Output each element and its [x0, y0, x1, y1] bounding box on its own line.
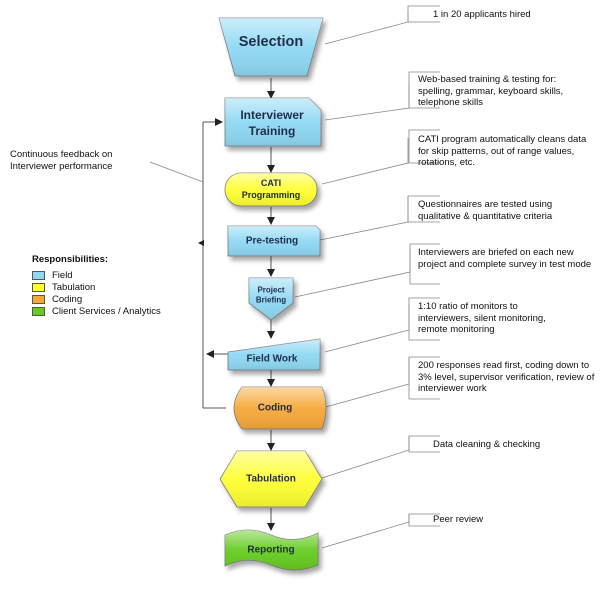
note-project-briefing: Interviewers are briefed on each new pro…: [418, 247, 592, 270]
legend-swatch-tabulation: [32, 283, 45, 292]
step-field-work: [227, 338, 321, 371]
legend-item-tabulation: Tabulation: [32, 282, 95, 293]
step-project-briefing-label-1: Project: [257, 286, 284, 295]
note-tabulation: Data cleaning & checking: [433, 439, 541, 450]
step-selection: [218, 17, 324, 77]
step-interviewer-training-label-1: Interviewer: [240, 108, 304, 122]
step-field-work-label: Field Work: [247, 354, 298, 365]
note-field-work: 1:10 ratio of monitors to interviewers, …: [418, 301, 546, 335]
feedback-callout-line: [149, 161, 204, 183]
feedback-arrowhead-pretesting: [198, 240, 204, 246]
legend-label-field: Field: [52, 270, 73, 281]
step-reporting-label: Reporting: [247, 545, 294, 556]
step-cati-programming-label-1: CATI: [261, 178, 281, 188]
step-coding-label: Coding: [258, 403, 292, 414]
step-cati-programming: [224, 172, 318, 207]
note-interviewer-training: Web-based training & testing for: spelli…: [418, 74, 564, 108]
step-project-briefing: [248, 277, 294, 321]
legend-item-field: Field: [32, 270, 73, 281]
step-cati-programming-label-2: Programming: [242, 190, 301, 200]
step-reporting: [224, 529, 319, 571]
note-pre-testing: Questionnaires are tested using qualitat…: [418, 199, 553, 222]
note-cati-programming: CATI program automatically cleans data f…: [418, 134, 587, 168]
step-tabulation: [219, 450, 323, 508]
step-selection-label: Selection: [239, 34, 303, 50]
legend-swatch-coding: [32, 295, 45, 304]
legend-swatch-client-services: [32, 307, 45, 316]
note-boxes: [407, 5, 440, 527]
legend-item-client-services: Client Services / Analytics: [32, 306, 161, 317]
legend-label-coding: Coding: [52, 294, 83, 305]
step-tabulation-label: Tabulation: [246, 474, 296, 485]
note-coding: 200 responses read first, coding down to…: [418, 360, 595, 394]
legend-swatch-field: [32, 271, 45, 280]
step-interviewer-training: [224, 97, 322, 147]
legend-label-tabulation: Tabulation: [52, 282, 96, 293]
feedback-loop: [202, 118, 228, 409]
step-pre-testing-label: Pre-testing: [246, 236, 298, 247]
step-interviewer-training-label-2: Training: [249, 124, 296, 138]
note-selection: 1 in 20 applicants hired: [433, 9, 531, 20]
note-continuous-feedback: Continuous feedback on Interviewer perfo…: [10, 149, 113, 172]
step-pre-testing: [227, 225, 321, 257]
legend-title: Responsibilities:: [32, 254, 109, 265]
note-reporting: Peer review: [433, 514, 484, 525]
legend-label-client-services: Client Services / Analytics: [52, 306, 161, 317]
step-project-briefing-label-2: Briefing: [256, 296, 286, 305]
legend-item-coding: Coding: [32, 294, 82, 305]
step-coding: [233, 386, 327, 430]
